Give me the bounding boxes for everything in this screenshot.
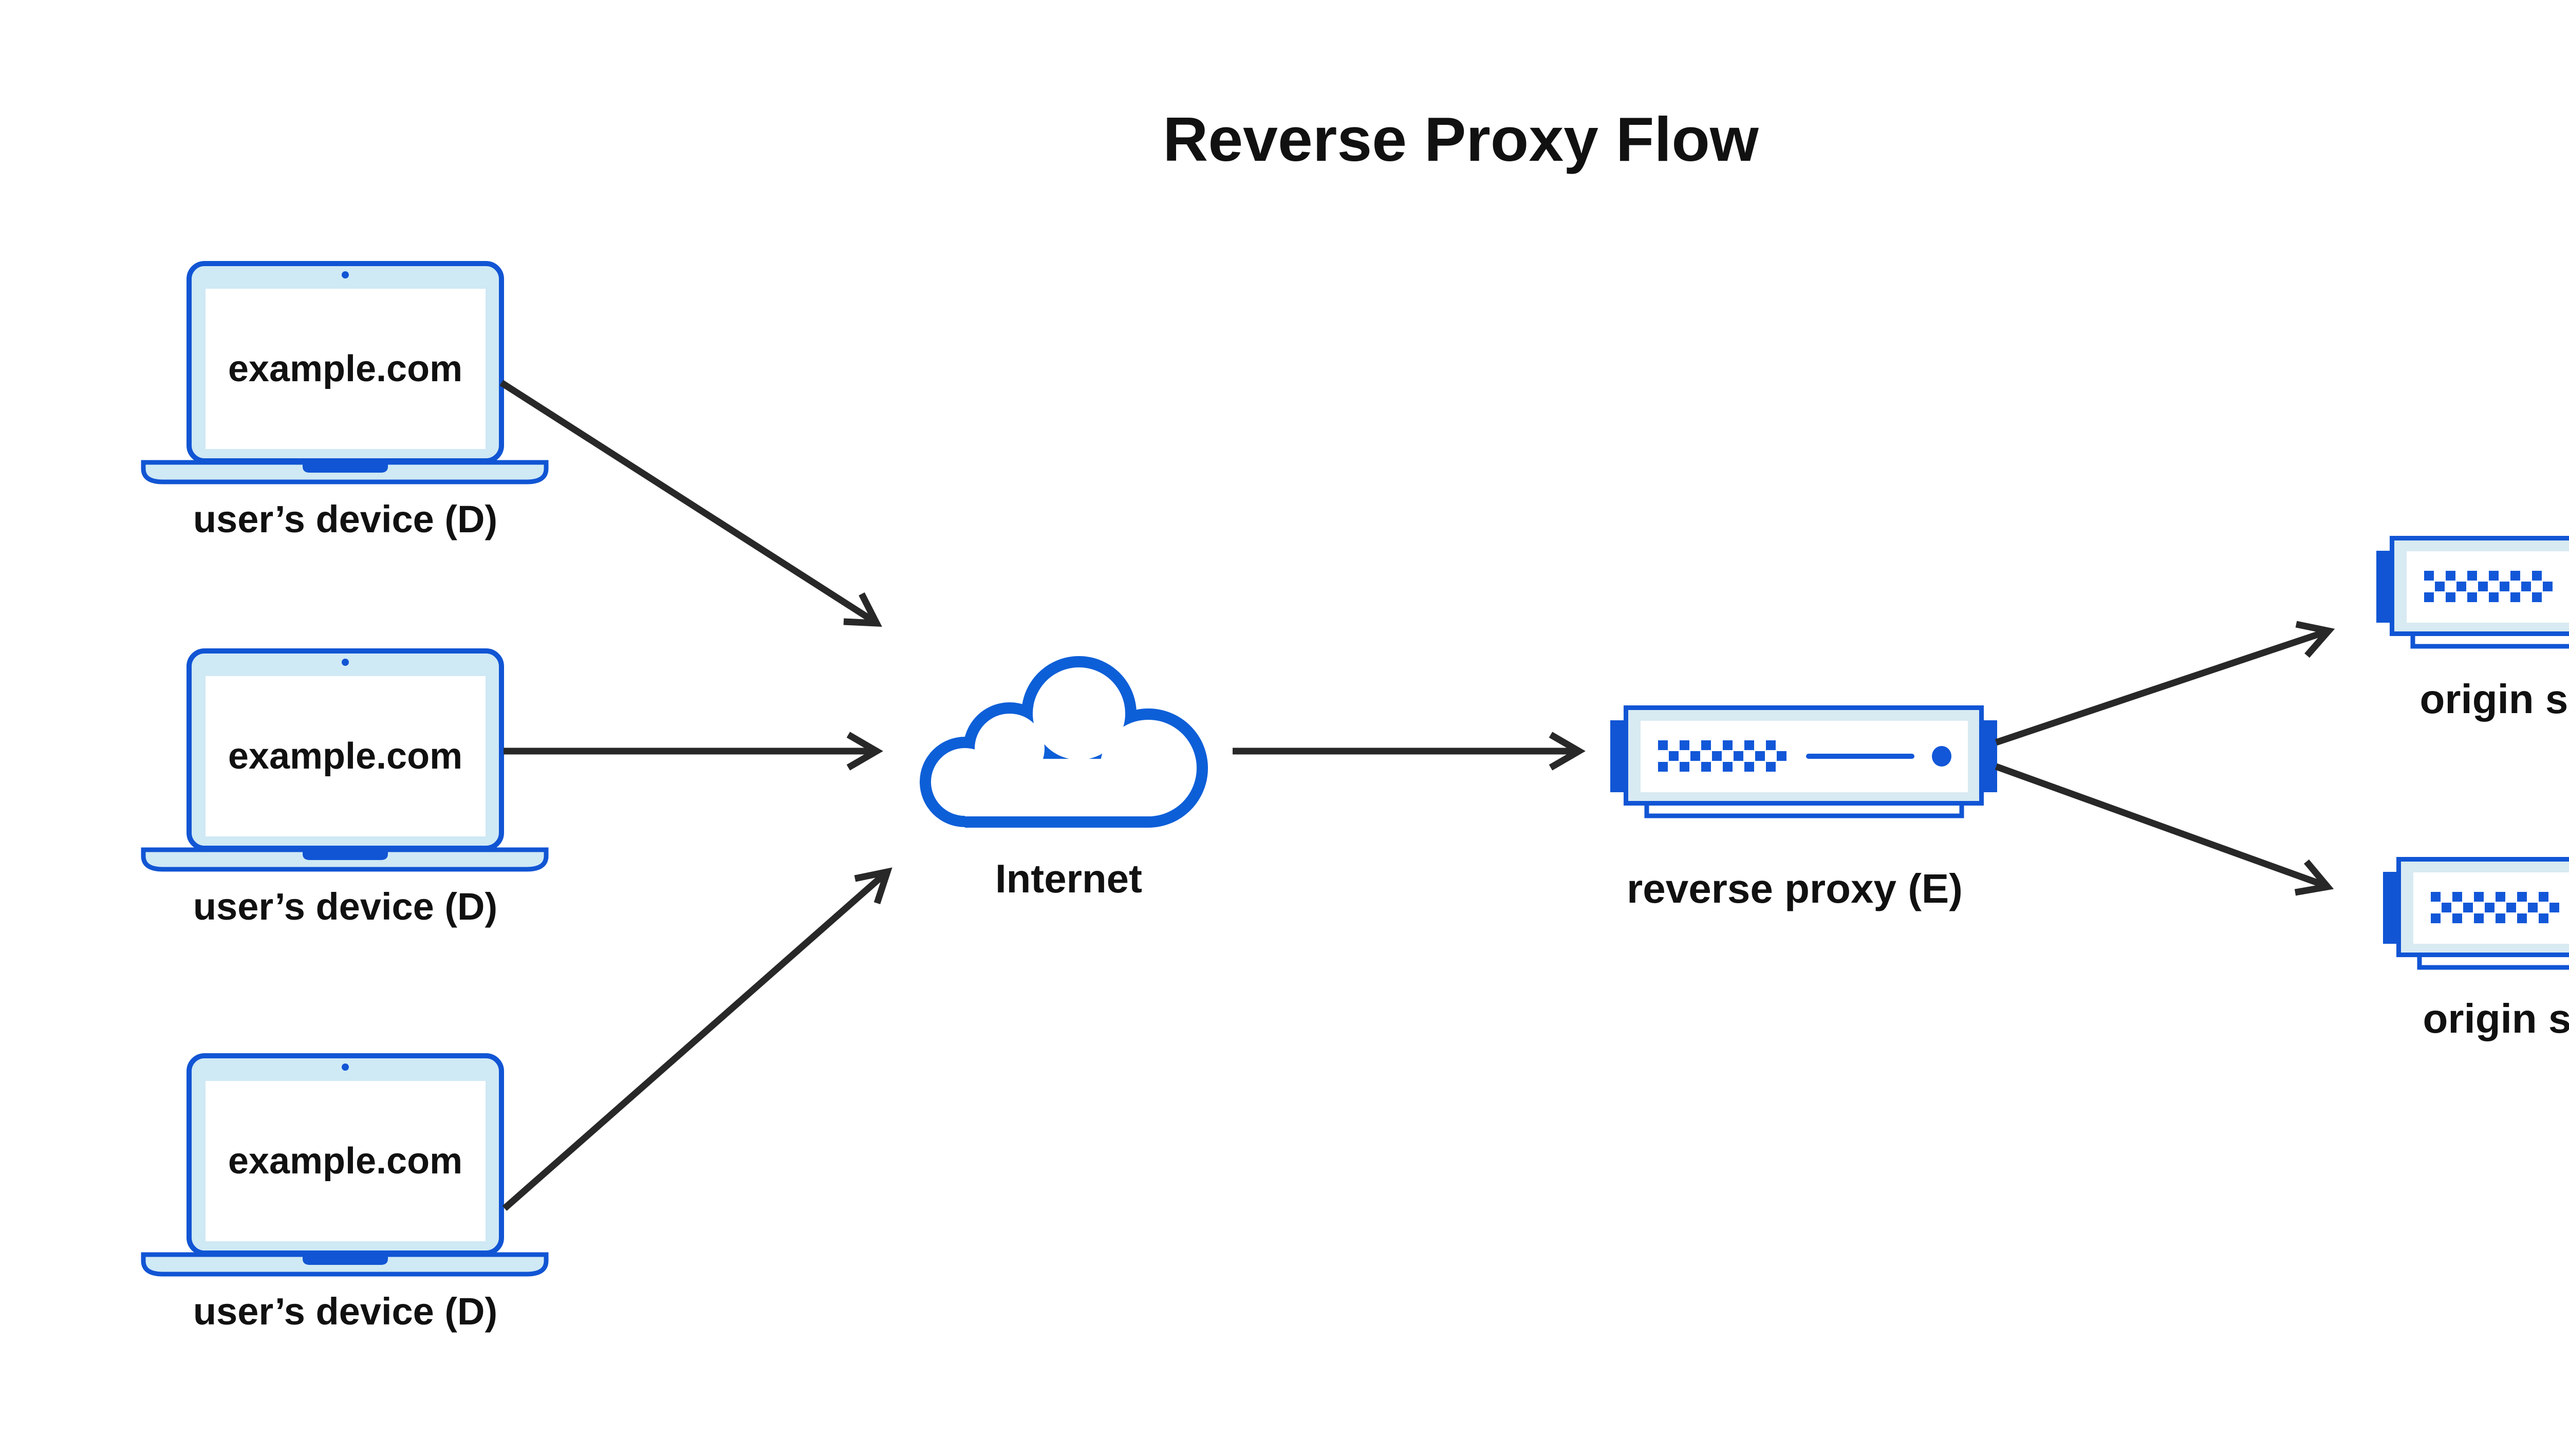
node-user-device-1: example.com user’s device (D) [143, 264, 546, 540]
cloud-icon [920, 656, 1208, 828]
origin-server-label: origin server (F) [2419, 676, 2569, 722]
internet-label: Internet [995, 856, 1142, 901]
arrow-proxy-to-origin2 [1995, 763, 2334, 896]
arrowhead-icon [846, 732, 883, 771]
node-reverse-proxy: reverse proxy (E) [1610, 708, 1997, 911]
server-icon [2376, 538, 2569, 647]
arrowhead-icon [2295, 621, 2335, 658]
arrow-device3-to-internet [502, 867, 892, 1211]
device-label: user’s device (D) [193, 1290, 497, 1333]
device-screen-url: example.com [228, 736, 462, 777]
node-user-device-2: example.com user’s device (D) [143, 651, 546, 928]
device-screen-url: example.com [228, 348, 462, 389]
node-user-device-3: example.com user’s device (D) [143, 1056, 546, 1333]
arrow-internet-to-proxy [1233, 732, 1586, 771]
arrow-device1-to-internet [499, 380, 882, 627]
arrowhead-icon [2294, 859, 2334, 896]
arrow-device2-to-internet [504, 732, 883, 771]
reverse-proxy-label: reverse proxy (E) [1627, 866, 1963, 911]
node-origin-server-1: origin server (F) [2376, 538, 2569, 722]
arrowhead-icon [843, 592, 882, 627]
device-label: user’s device (D) [193, 498, 497, 540]
arrowhead-icon [1549, 732, 1586, 771]
device-label: user’s device (D) [193, 885, 497, 928]
node-origin-server-2: origin server (F) [2383, 860, 2569, 1041]
server-icon [2383, 860, 2569, 968]
device-screen-url: example.com [228, 1141, 462, 1182]
node-internet: Internet [920, 656, 1208, 901]
server-icon [1610, 708, 1997, 816]
arrow-proxy-to-origin1 [1995, 621, 2335, 746]
origin-server-label: origin server (F) [2423, 996, 2569, 1041]
page-title: Reverse Proxy Flow [1163, 104, 1759, 174]
arrowhead-icon [854, 867, 892, 905]
